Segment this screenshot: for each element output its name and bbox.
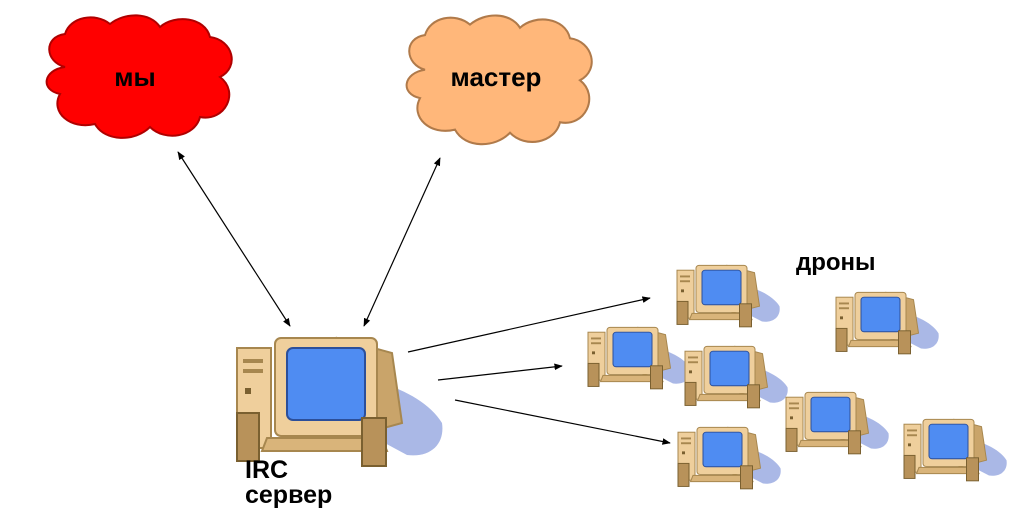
- drone-computer: [785, 391, 890, 455]
- computer-icon: [677, 426, 782, 490]
- us-label: мы: [114, 62, 155, 92]
- drone-computer: [587, 326, 692, 390]
- computer-icon: [676, 264, 781, 328]
- drone-computer: [684, 345, 789, 409]
- arrow-us-server: [177, 151, 291, 327]
- arrow-server-drone-2: [437, 363, 563, 381]
- computer-icon: [236, 337, 444, 467]
- computer-icon: [684, 345, 789, 409]
- server-label-line2: сервер: [245, 481, 332, 509]
- drone-computer: [903, 418, 1008, 482]
- server-computer: [236, 337, 444, 467]
- arrow-master-server: [363, 157, 441, 327]
- computer-icon: [835, 291, 940, 355]
- drone-computer: [677, 426, 782, 490]
- computer-icon: [903, 418, 1008, 482]
- computer-icon: [587, 326, 692, 390]
- arrow-server-drone-3: [454, 399, 671, 445]
- arrow-server-drone-1: [407, 296, 651, 353]
- drones-label: дроны: [796, 249, 876, 276]
- server-label-line1: IRC: [245, 456, 288, 484]
- master-label: мастер: [451, 62, 542, 92]
- computer-icon: [785, 391, 890, 455]
- drone-computer: [835, 291, 940, 355]
- drone-computer: [676, 264, 781, 328]
